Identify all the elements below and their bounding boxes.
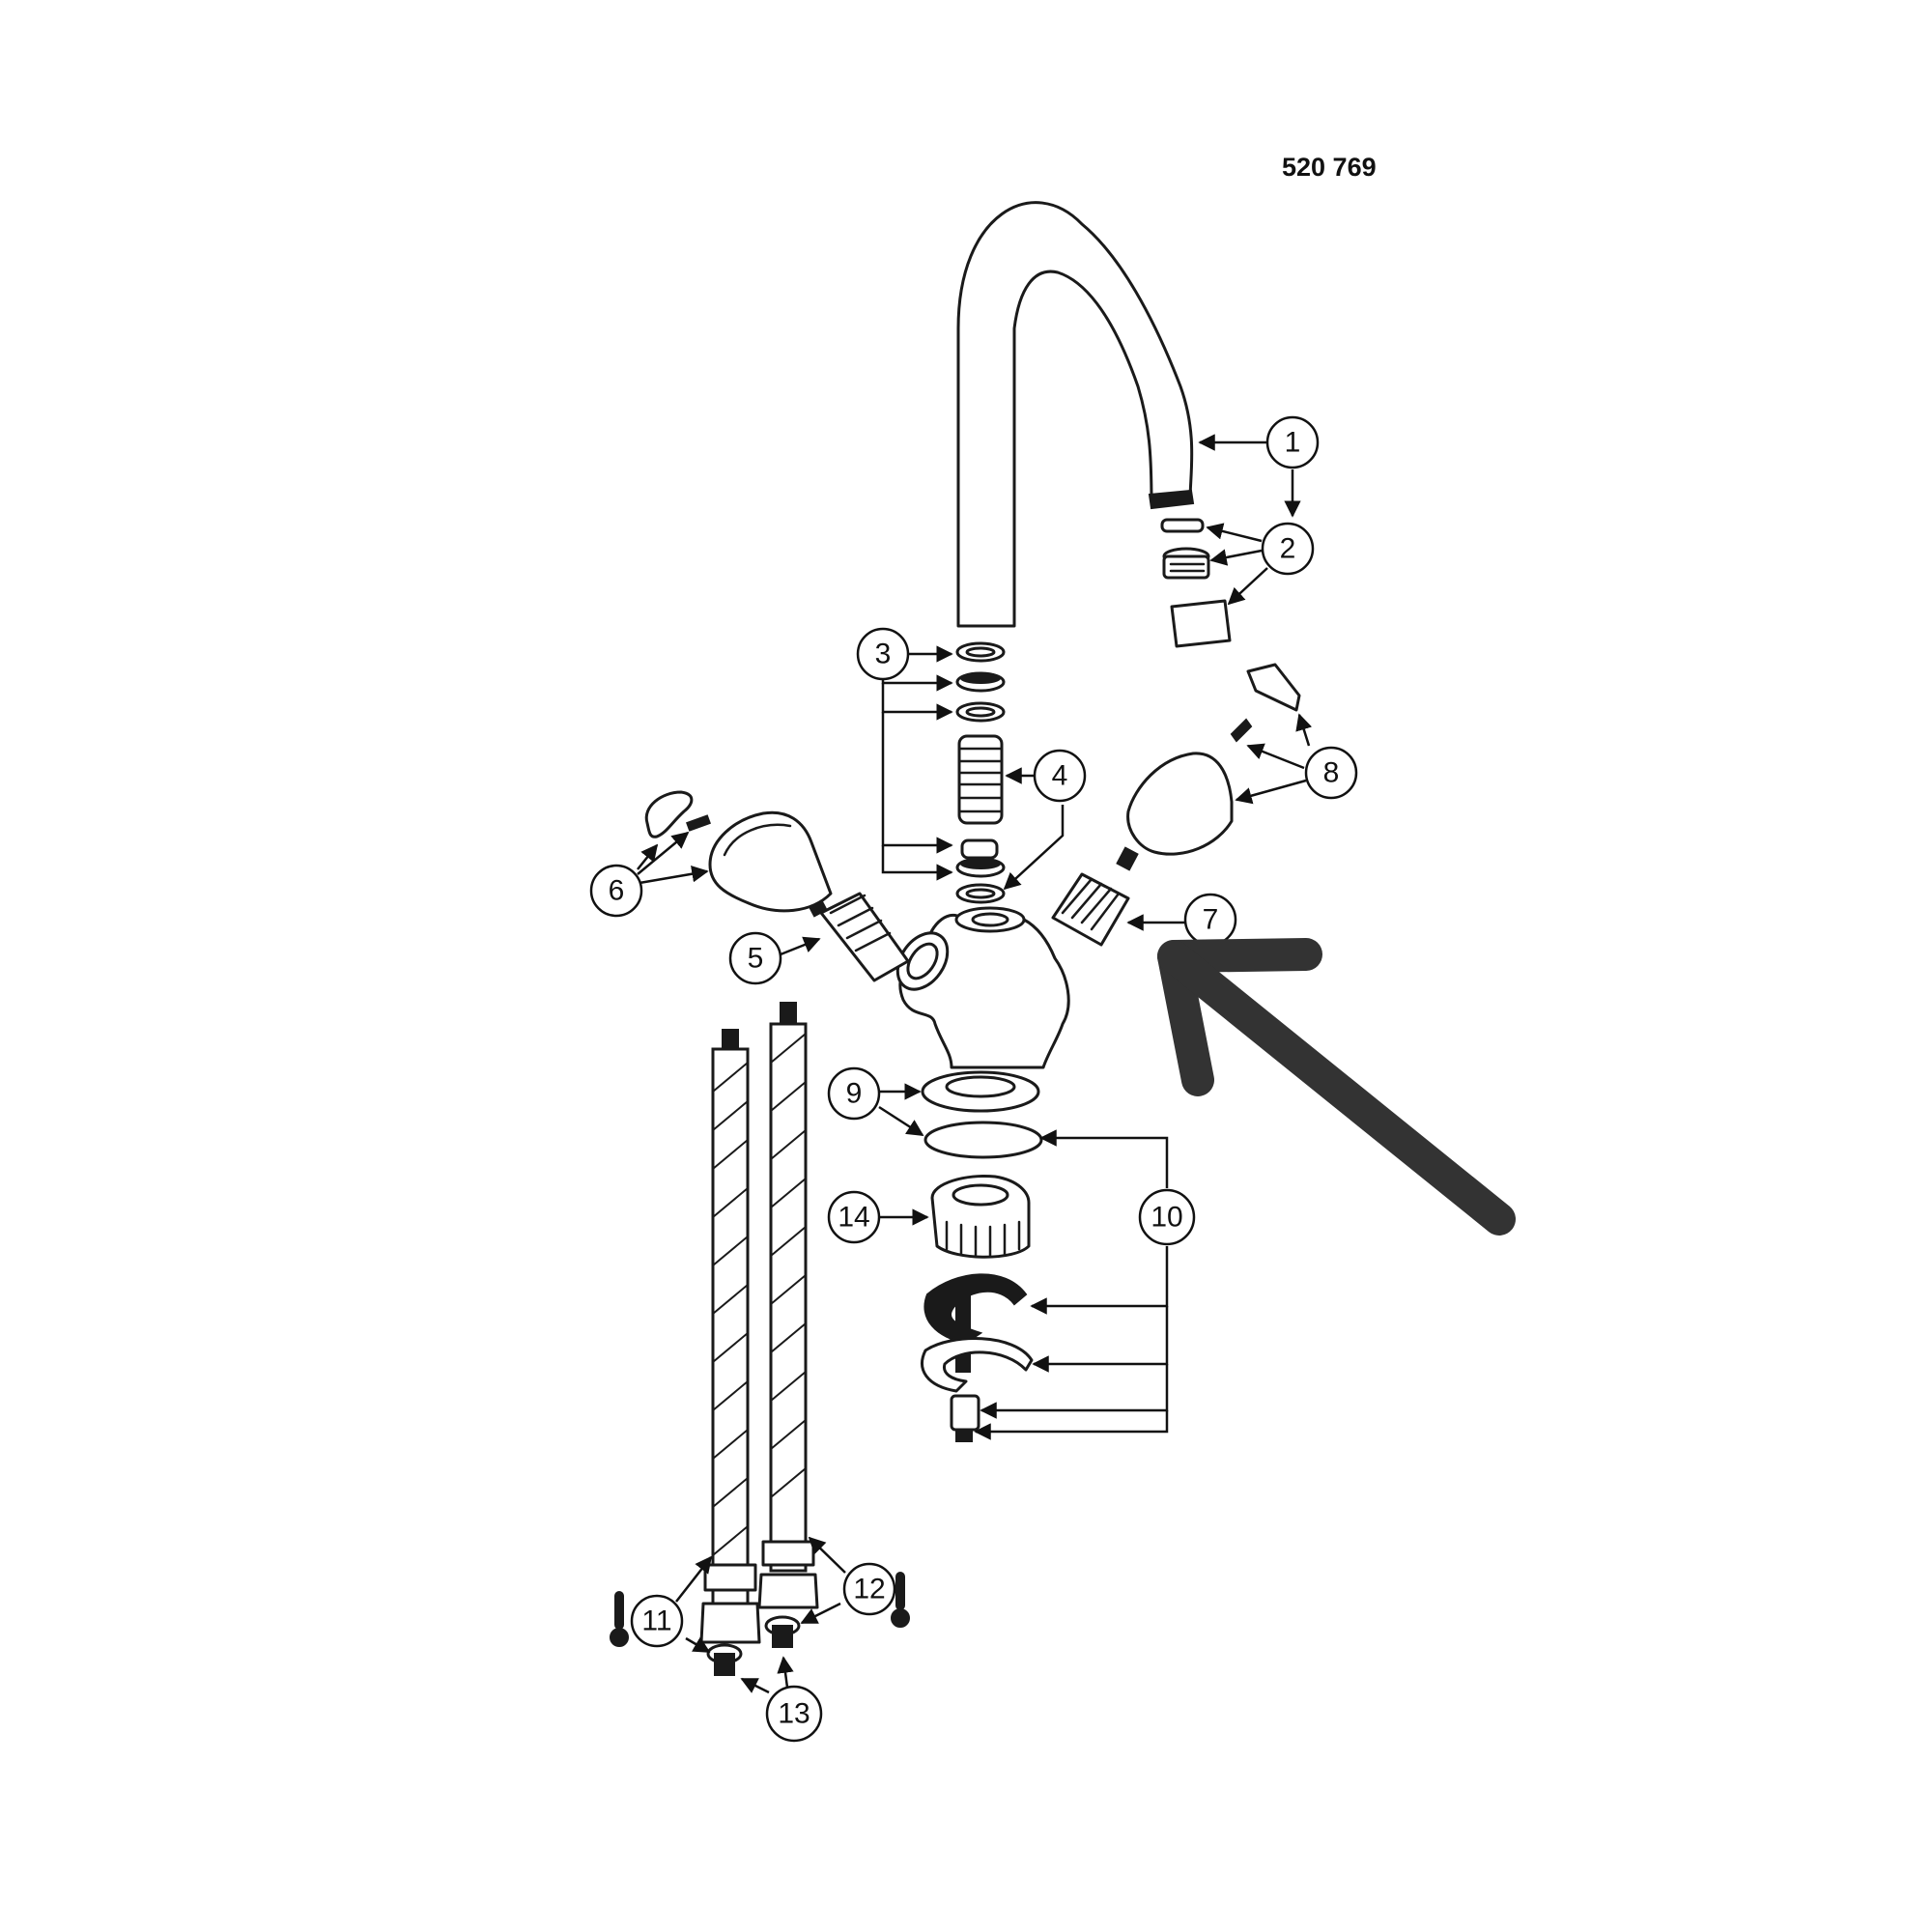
faucet-body-part	[895, 906, 1070, 1069]
mounting-nut-part	[930, 1174, 1031, 1259]
right-cartridge-part	[1051, 846, 1139, 947]
callout-3: 3	[856, 627, 910, 681]
svg-text:8: 8	[1323, 757, 1340, 789]
left-cartridge-part	[805, 892, 910, 982]
svg-text:3: 3	[875, 639, 892, 670]
fixing-parts	[921, 1273, 1034, 1442]
callout-1: 1	[1265, 415, 1320, 469]
svg-text:10: 10	[1151, 1202, 1182, 1234]
callout-9: 9	[827, 1066, 881, 1121]
svg-text:7: 7	[1203, 904, 1219, 936]
callout-12: 12	[842, 1562, 896, 1616]
svg-text:5: 5	[748, 943, 764, 975]
svg-text:13: 13	[778, 1698, 810, 1730]
leader-lines	[637, 434, 1313, 1694]
aerator-parts	[1160, 518, 1232, 648]
seal-stack-parts	[955, 641, 1006, 904]
svg-text:9: 9	[846, 1078, 863, 1110]
svg-text:12: 12	[853, 1574, 885, 1605]
base-seal-parts	[921, 1070, 1043, 1159]
callout-8: 8	[1304, 746, 1358, 800]
hose-seal-parts	[706, 1615, 801, 1676]
hot-thermometer-icon	[891, 1572, 910, 1628]
large-arrow-icon	[1157, 938, 1516, 1236]
left-hose-part	[699, 1029, 761, 1644]
svg-text:2: 2	[1280, 533, 1296, 565]
svg-text:6: 6	[609, 875, 625, 907]
right-handle-part	[1126, 663, 1301, 856]
svg-text:11: 11	[641, 1605, 671, 1637]
callout-11: 11	[630, 1594, 684, 1648]
callout-4: 4	[1033, 749, 1087, 803]
callout-14: 14	[827, 1190, 881, 1244]
callout-6: 6	[589, 864, 643, 918]
svg-text:4: 4	[1052, 760, 1068, 792]
product-code: 520 769	[1282, 153, 1377, 182]
callout-7: 7	[1183, 893, 1237, 947]
cold-thermometer-icon	[610, 1591, 629, 1647]
svg-text:1: 1	[1285, 427, 1301, 459]
spout-part	[956, 201, 1195, 628]
callout-10: 10	[1138, 1188, 1196, 1246]
left-handle-part	[644, 790, 833, 913]
right-hose-part	[757, 1002, 819, 1609]
callout-5: 5	[728, 931, 782, 985]
callout-2: 2	[1261, 522, 1315, 576]
svg-text:14: 14	[838, 1202, 869, 1234]
callout-13: 13	[765, 1685, 823, 1743]
